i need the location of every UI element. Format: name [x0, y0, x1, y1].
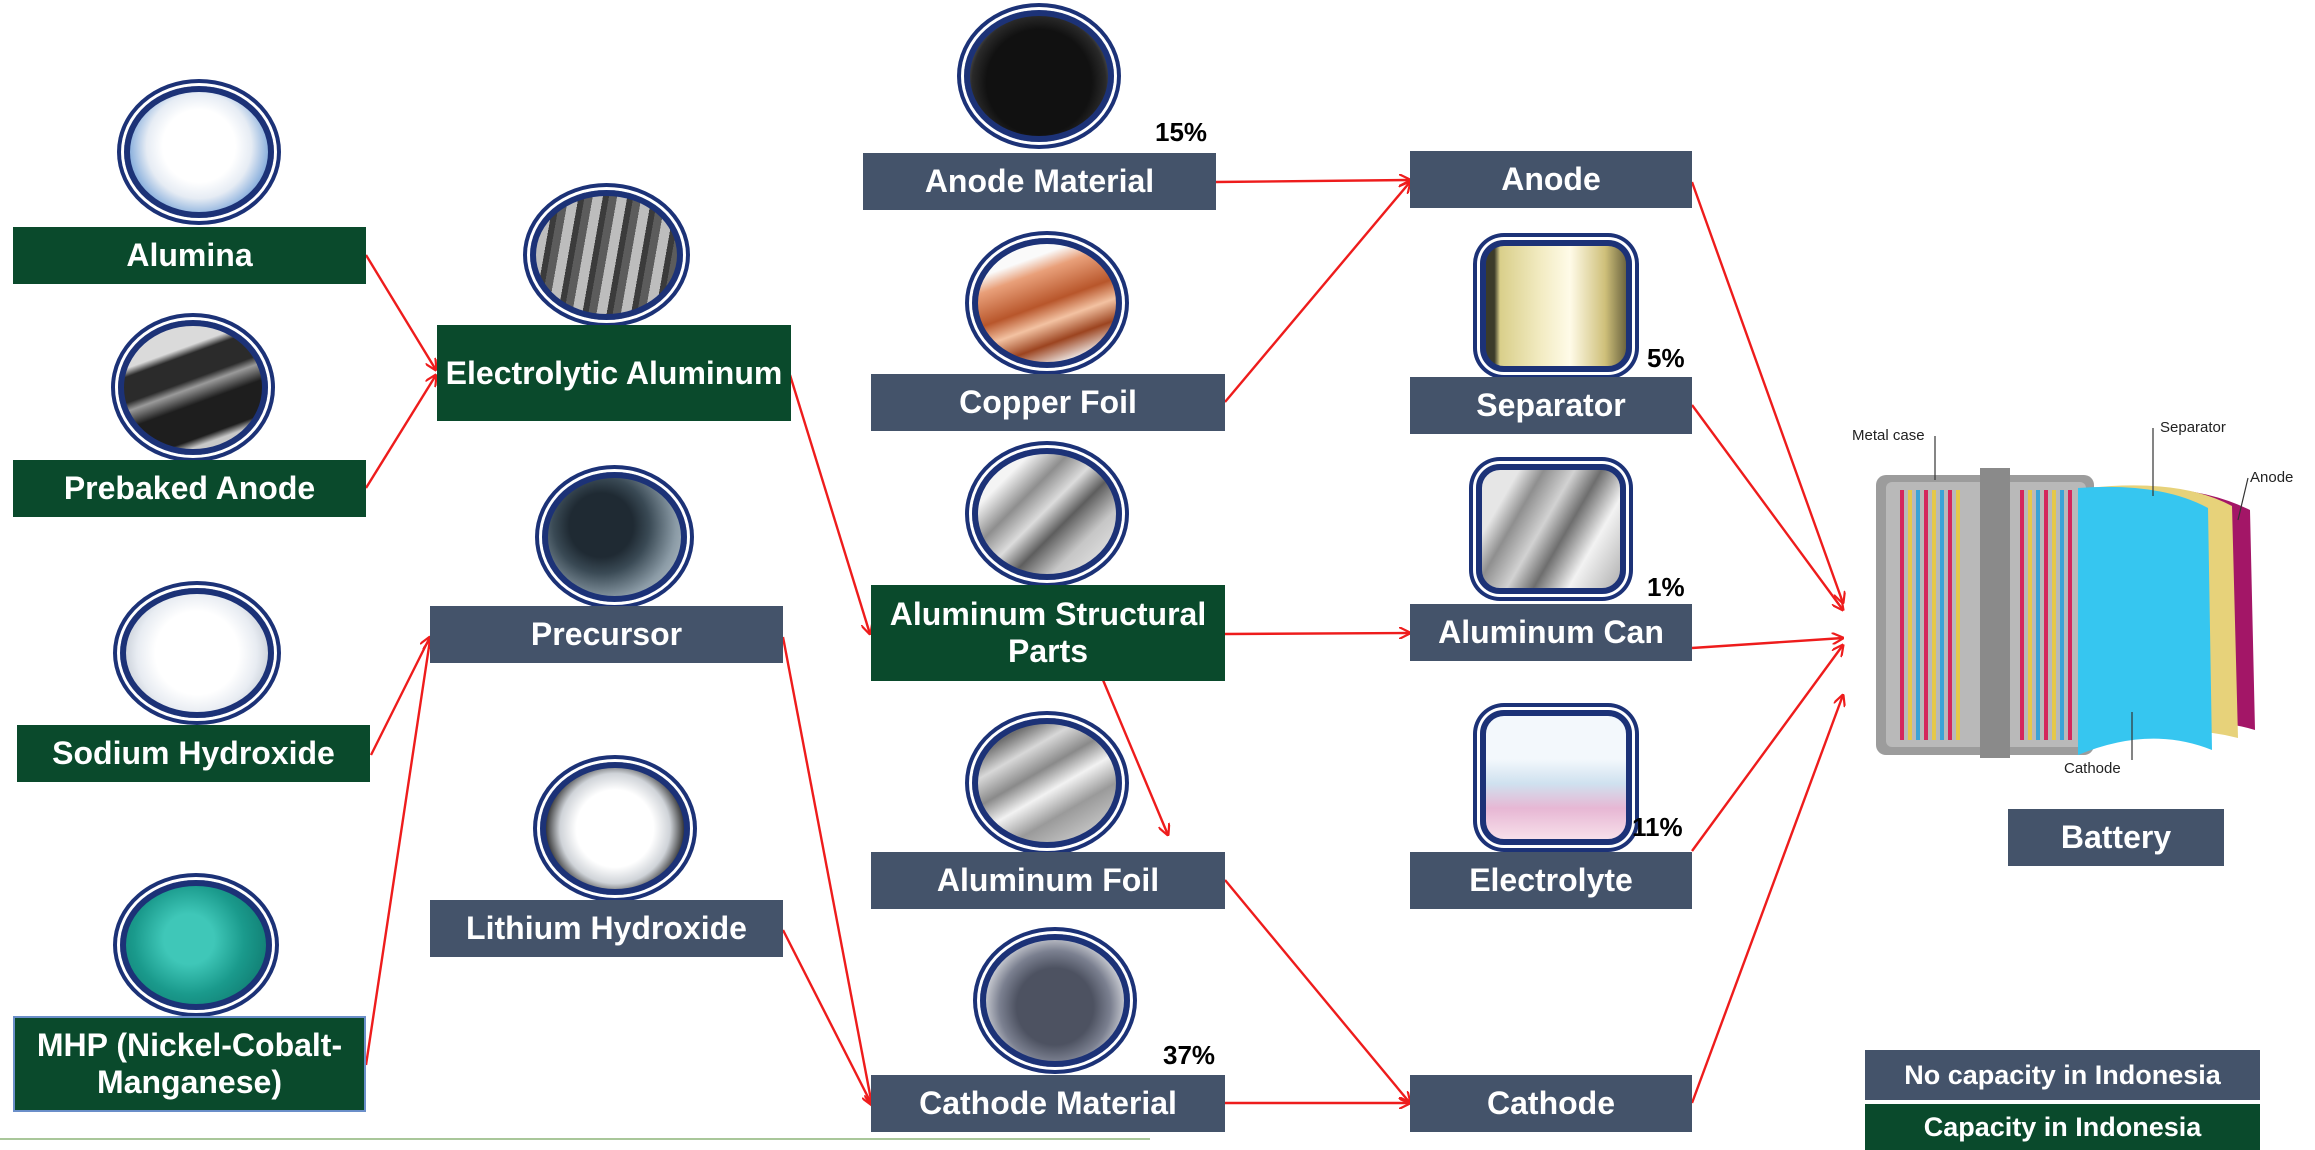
separator-photo	[1480, 240, 1632, 372]
prebaked-anode-photo	[118, 320, 268, 455]
aluminum-structural-photo	[972, 448, 1122, 580]
aluminum-can-percent: 1%	[1647, 572, 1685, 602]
alumina-photo	[124, 86, 274, 218]
anode-material-percent: 15%	[1155, 117, 1208, 147]
separator-percent: 5%	[1647, 343, 1685, 373]
node-aluminum-structural-parts: Aluminum Structural Parts	[871, 585, 1225, 681]
arrow-anode-to-battery	[1690, 181, 1843, 603]
arrow-alumina-to-electrolytic	[364, 254, 436, 370]
arrow-cathode-to-battery	[1690, 695, 1843, 1104]
aluminum-can-photo	[1476, 464, 1626, 594]
arrow-structural-to-aluminum-foil	[1101, 679, 1168, 835]
node-lithium-hydroxide: Lithium Hydroxide	[430, 900, 783, 957]
battery-label-anode: Anode	[2250, 469, 2294, 486]
node-cathode-material: Cathode Material	[871, 1075, 1225, 1132]
node-electrolyte: Electrolyte	[1410, 852, 1692, 909]
aluminum-foil-photo	[972, 718, 1122, 848]
electrolytic-aluminum-photo	[530, 190, 683, 320]
bottom-rule	[0, 1138, 1150, 1140]
arrow-lithium-to-cathode-material	[781, 929, 872, 1105]
node-aluminum-foil: Aluminum Foil	[871, 852, 1225, 909]
arrow-copper-foil-to-anode	[1224, 182, 1410, 403]
battery-label-separator: Separator	[2160, 419, 2226, 436]
battery-label-metal-case: Metal case	[1852, 427, 1925, 444]
arrow-electrolytic-to-structural	[788, 374, 870, 634]
node-aluminum-can: Aluminum Can	[1410, 604, 1692, 661]
arrow-precursor-to-cathode-material	[781, 636, 872, 1105]
cathode-material-percent: 37%	[1163, 1040, 1216, 1070]
node-separator: Separator	[1410, 377, 1692, 434]
node-anode-material: Anode Material	[863, 153, 1216, 210]
precursor-photo	[542, 472, 687, 602]
arrow-electrolyte-to-battery	[1691, 645, 1843, 852]
arrow-separator-to-battery	[1691, 404, 1843, 610]
node-precursor: Precursor	[430, 606, 783, 663]
arrow-aluminum-foil-to-cathode	[1224, 879, 1410, 1103]
arrow-anode-material-to-anode	[1215, 180, 1410, 182]
electrolyte-photo	[1480, 710, 1632, 845]
battery-label-cathode: Cathode	[2064, 760, 2121, 777]
copper-foil-photo	[972, 238, 1122, 368]
arrow-mhp-to-precursor	[364, 640, 430, 1066]
node-copper-foil: Copper Foil	[871, 374, 1225, 431]
arrow-prebaked-to-electrolytic	[364, 375, 436, 489]
legend-capacity: Capacity in Indonesia	[1865, 1104, 2260, 1150]
battery-illustration	[1876, 468, 2255, 758]
node-alumina: Alumina	[13, 227, 366, 284]
node-electrolytic-aluminum: Electrolytic Aluminum	[437, 325, 791, 421]
node-cathode: Cathode	[1410, 1075, 1692, 1132]
node-battery: Battery	[2008, 809, 2224, 866]
arrow-structural-to-aluminum-can	[1224, 633, 1410, 634]
legend-no-capacity: No capacity in Indonesia	[1865, 1050, 2260, 1100]
cathode-material-photo	[980, 934, 1130, 1067]
anode-material-photo	[964, 10, 1114, 142]
electrolyte-percent: 11%	[1632, 812, 1683, 842]
arrow-aluminum-can-to-battery	[1691, 638, 1843, 650]
node-anode: Anode	[1410, 151, 1692, 208]
mhp-photo	[120, 880, 272, 1010]
sodium-hydroxide-photo	[120, 588, 274, 718]
node-prebaked-anode: Prebaked Anode	[13, 460, 366, 517]
node-sodium-hydroxide: Sodium Hydroxide	[17, 725, 370, 782]
lithium-hydroxide-photo	[540, 762, 690, 895]
arrow-sodium-to-precursor	[369, 637, 430, 756]
node-mhp: MHP (Nickel-Cobalt-Manganese)	[13, 1016, 366, 1112]
